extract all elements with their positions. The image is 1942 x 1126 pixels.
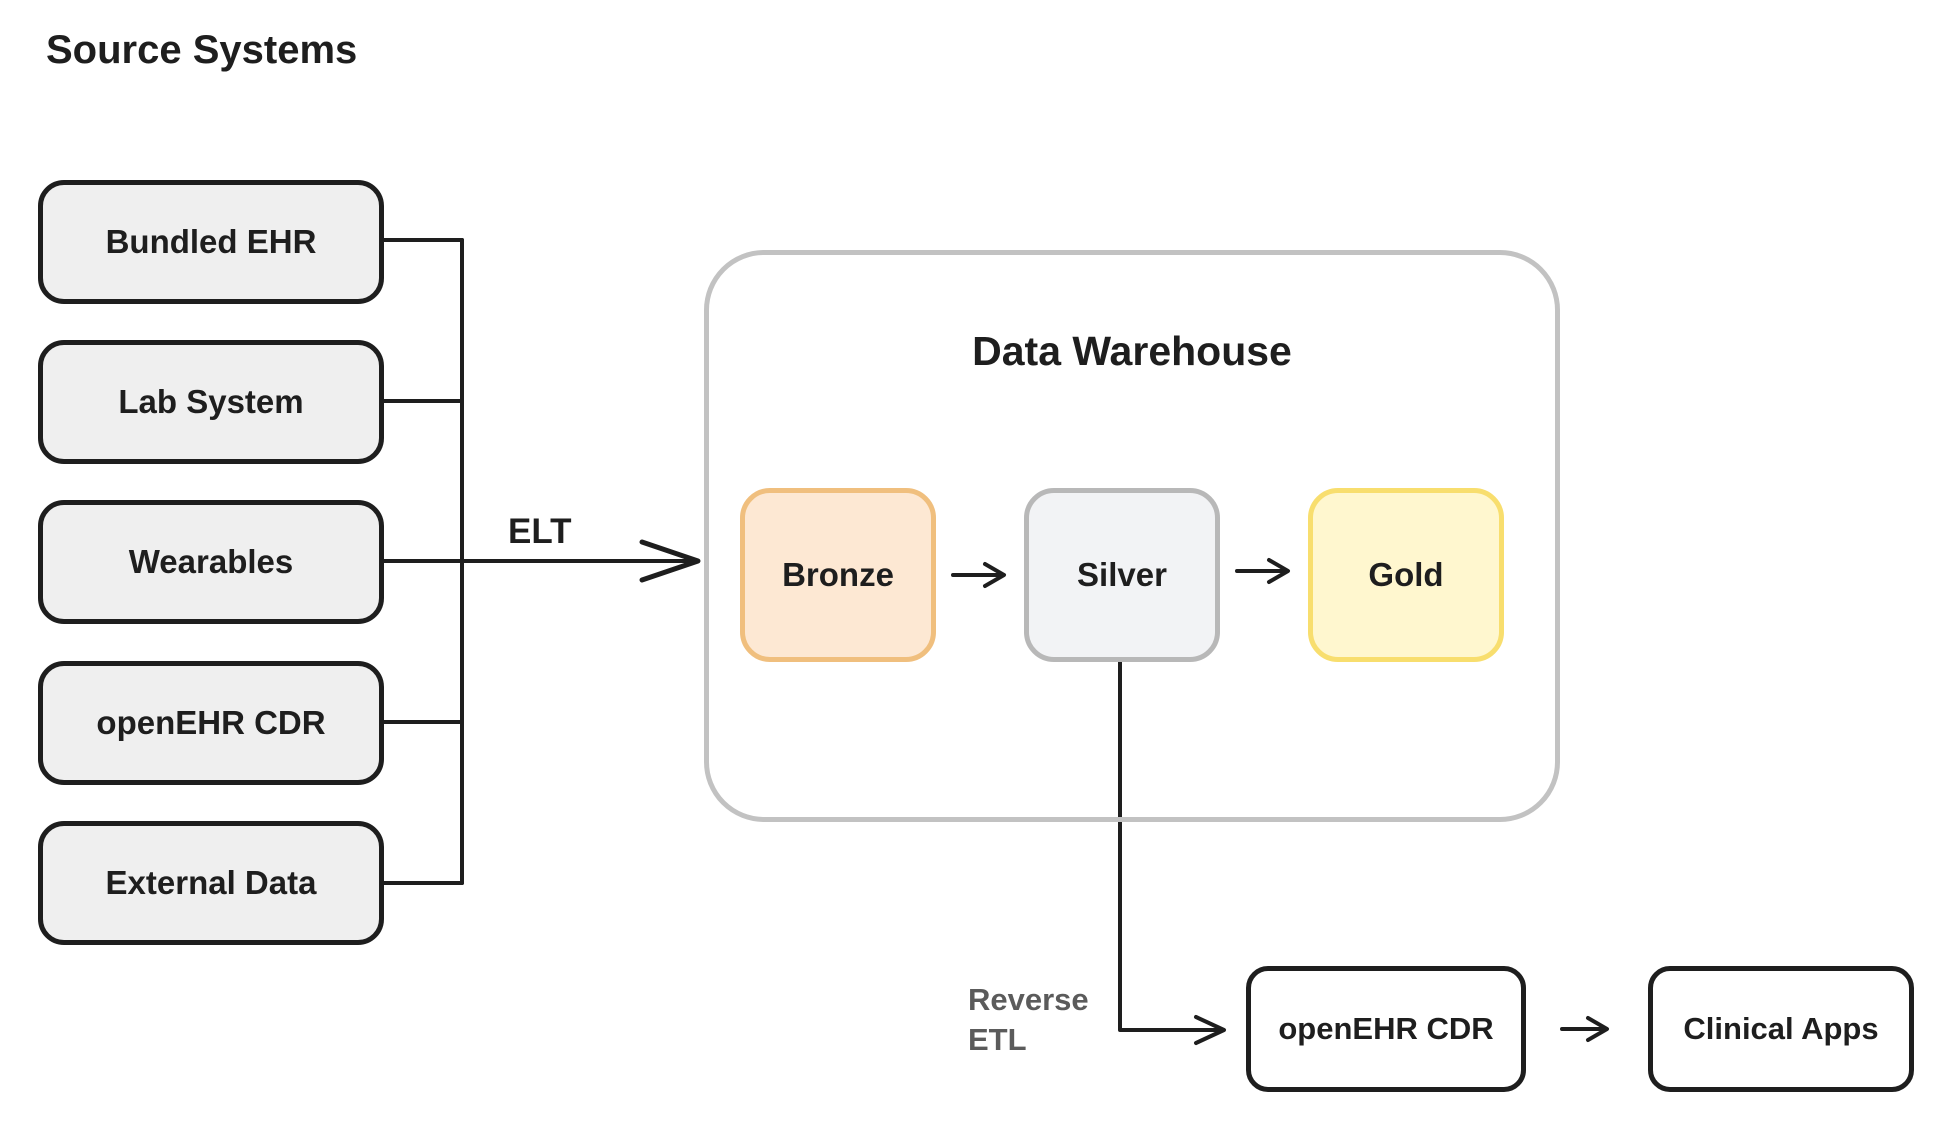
reverse-etl-line-1: Reverse [968, 982, 1089, 1017]
data-warehouse-container [704, 250, 1560, 822]
layer-gold[interactable]: Gold [1308, 488, 1504, 662]
source-openehr-cdr[interactable]: openEHR CDR [38, 661, 384, 785]
source-label: Wearables [128, 543, 294, 580]
source-lab-system[interactable]: Lab System [38, 340, 384, 464]
elt-label: ELT [508, 512, 572, 551]
source-label: External Data [105, 864, 317, 901]
reverse-etl-line-2: ETL [968, 1022, 1027, 1057]
bronze-to-silver-arrow [951, 562, 1006, 588]
output-openehr-cdr[interactable]: openEHR CDR [1246, 966, 1526, 1092]
reverse-etl-line [1118, 660, 1224, 1032]
layer-silver[interactable]: Silver [1024, 488, 1220, 662]
layer-label: Bronze [782, 556, 894, 593]
data-warehouse-title: Data Warehouse [972, 328, 1292, 374]
source-label: Lab System [118, 383, 304, 420]
source-label: openEHR CDR [96, 704, 326, 741]
source-external-data[interactable]: External Data [38, 821, 384, 945]
output-clinical-apps[interactable]: Clinical Apps [1648, 966, 1914, 1092]
source-systems-heading: Source Systems [46, 28, 358, 72]
output-label: openEHR CDR [1278, 1011, 1494, 1046]
source-wearables[interactable]: Wearables [38, 500, 384, 624]
elt-arrowhead [639, 539, 701, 583]
output-label: Clinical Apps [1683, 1011, 1879, 1046]
cdr-to-apps-arrow [1560, 1016, 1609, 1042]
source-label: Bundled EHR [105, 223, 317, 260]
reverse-etl-label: Reverse ETL [968, 980, 1089, 1060]
source-bundled-ehr[interactable]: Bundled EHR [38, 180, 384, 304]
layer-label: Gold [1368, 556, 1444, 593]
silver-to-gold-arrow [1235, 558, 1290, 584]
reverse-etl-arrowhead [1194, 1015, 1226, 1045]
layer-label: Silver [1077, 556, 1167, 593]
layer-bronze[interactable]: Bronze [740, 488, 936, 662]
